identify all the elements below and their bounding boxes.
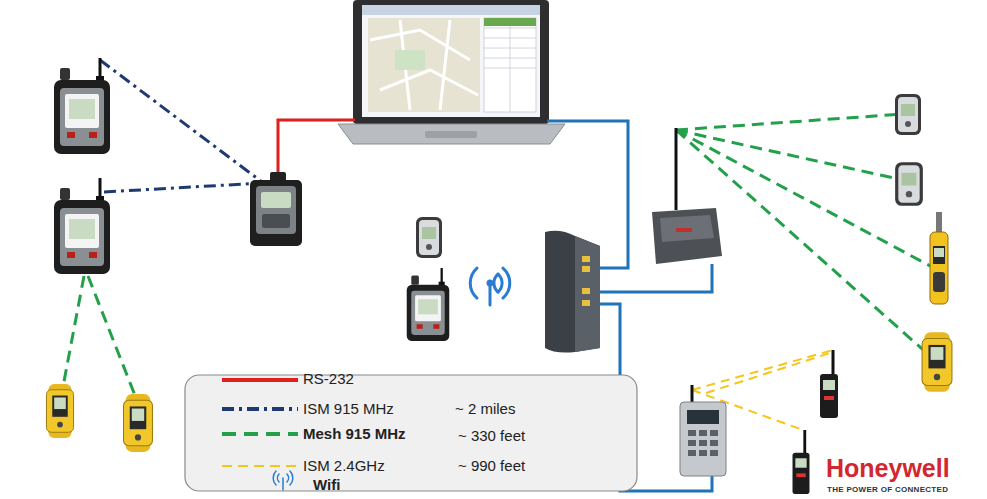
- range-label: ~ 2 miles: [455, 400, 515, 417]
- ism24-link: [706, 352, 833, 393]
- mesh-link: [676, 130, 903, 180]
- wifi-mast: [282, 478, 284, 490]
- router-port: [582, 256, 590, 262]
- laptop-screen: [362, 5, 540, 117]
- controller-face: [256, 186, 296, 234]
- wifi-arc: [470, 268, 477, 298]
- wifi-dot: [487, 280, 494, 287]
- panel-key: [699, 440, 707, 446]
- laptop-screen-bezel: [353, 0, 549, 124]
- gateway-logo: [676, 228, 692, 232]
- panel-key: [688, 450, 696, 456]
- brand-logo: Honeywell: [826, 454, 950, 483]
- mesh-link: [676, 114, 903, 130]
- ism915-link: [104, 183, 262, 192]
- multigas-monitor: [922, 332, 952, 392]
- qrae-monitor: [416, 217, 442, 258]
- gateway-antenna: [675, 128, 678, 210]
- range-label: ~ 330 feet: [458, 427, 525, 444]
- panel-key: [710, 450, 718, 456]
- rs232-wire: [278, 120, 355, 180]
- wifi-arc: [494, 274, 498, 292]
- panel-key: [688, 430, 696, 436]
- base-controller: [250, 180, 302, 246]
- app-table: [484, 18, 536, 112]
- panel-key: [710, 430, 718, 436]
- app-toolbar: [362, 5, 540, 15]
- panel-key: [710, 440, 718, 446]
- legend-label: ISM 2.4GHz: [303, 457, 385, 474]
- arearae-monitor: [54, 178, 110, 274]
- pid-monitor: [930, 212, 948, 304]
- qrae-monitor: [895, 94, 921, 135]
- map-roads: [370, 20, 478, 110]
- legend-sample-ism24: [222, 465, 298, 467]
- map-park: [395, 50, 425, 70]
- legend-label: ISM 915 MHz: [303, 400, 394, 417]
- controller-keypad: [262, 214, 290, 228]
- wifi-icon: [470, 268, 510, 305]
- multigas-monitor: [124, 394, 153, 452]
- panel-antenna: [691, 385, 694, 404]
- wifi-arc: [287, 474, 289, 482]
- wifi-arc: [277, 474, 279, 482]
- mesh-link: [62, 276, 84, 392]
- mesh-link: [88, 276, 136, 398]
- panel-key: [688, 440, 696, 446]
- legend-label: Wifi: [313, 476, 340, 493]
- ism24-link: [692, 350, 833, 390]
- arearae-monitor: [407, 268, 450, 341]
- raelink-gateway: [652, 208, 722, 264]
- app-map: [368, 18, 480, 112]
- panel-display: [687, 410, 719, 424]
- wireless-panel: [680, 402, 726, 476]
- ism915-link: [100, 60, 262, 182]
- panel-key: [699, 450, 707, 456]
- router-port: [582, 300, 590, 306]
- legend-sample-ism915: [222, 407, 298, 411]
- ethernet-wire: [594, 264, 712, 292]
- legend-label: RS-232: [303, 370, 354, 387]
- panel-key: [699, 430, 707, 436]
- single-gas-monitor: [820, 350, 838, 418]
- laptop-touchpad: [425, 131, 477, 138]
- range-label: ~ 990 feet: [458, 457, 525, 474]
- legend-label: Mesh 915 MHz: [303, 425, 406, 442]
- legend-sample-mesh: [222, 432, 298, 436]
- multigas-monitor: [46, 384, 73, 438]
- wifi-arc: [290, 471, 293, 485]
- qrae-monitor: [895, 162, 923, 206]
- panel-keypad: [688, 430, 718, 456]
- arearae-monitor: [54, 58, 110, 154]
- gateway-top: [660, 215, 714, 242]
- laptop-base: [338, 124, 565, 144]
- router-port: [582, 288, 590, 294]
- brand-tagline: THE POWER OF CONNECTED: [827, 485, 948, 494]
- mesh-links: [62, 114, 934, 398]
- legend-wifi-icon: [273, 471, 293, 490]
- router-ports: [582, 256, 590, 306]
- app-table-grid: [484, 18, 536, 112]
- wifi-router: [545, 231, 600, 353]
- app-table-header: [484, 18, 536, 26]
- wifi-arc: [273, 471, 276, 485]
- router-side: [575, 236, 600, 352]
- wifi-arc: [498, 274, 502, 292]
- legend-sample-rs232: [222, 378, 298, 382]
- wifi-arc: [503, 268, 510, 298]
- single-gas-monitor: [793, 430, 810, 494]
- legend-box: [185, 375, 637, 491]
- router-port: [582, 266, 590, 272]
- controller-display: [261, 192, 291, 208]
